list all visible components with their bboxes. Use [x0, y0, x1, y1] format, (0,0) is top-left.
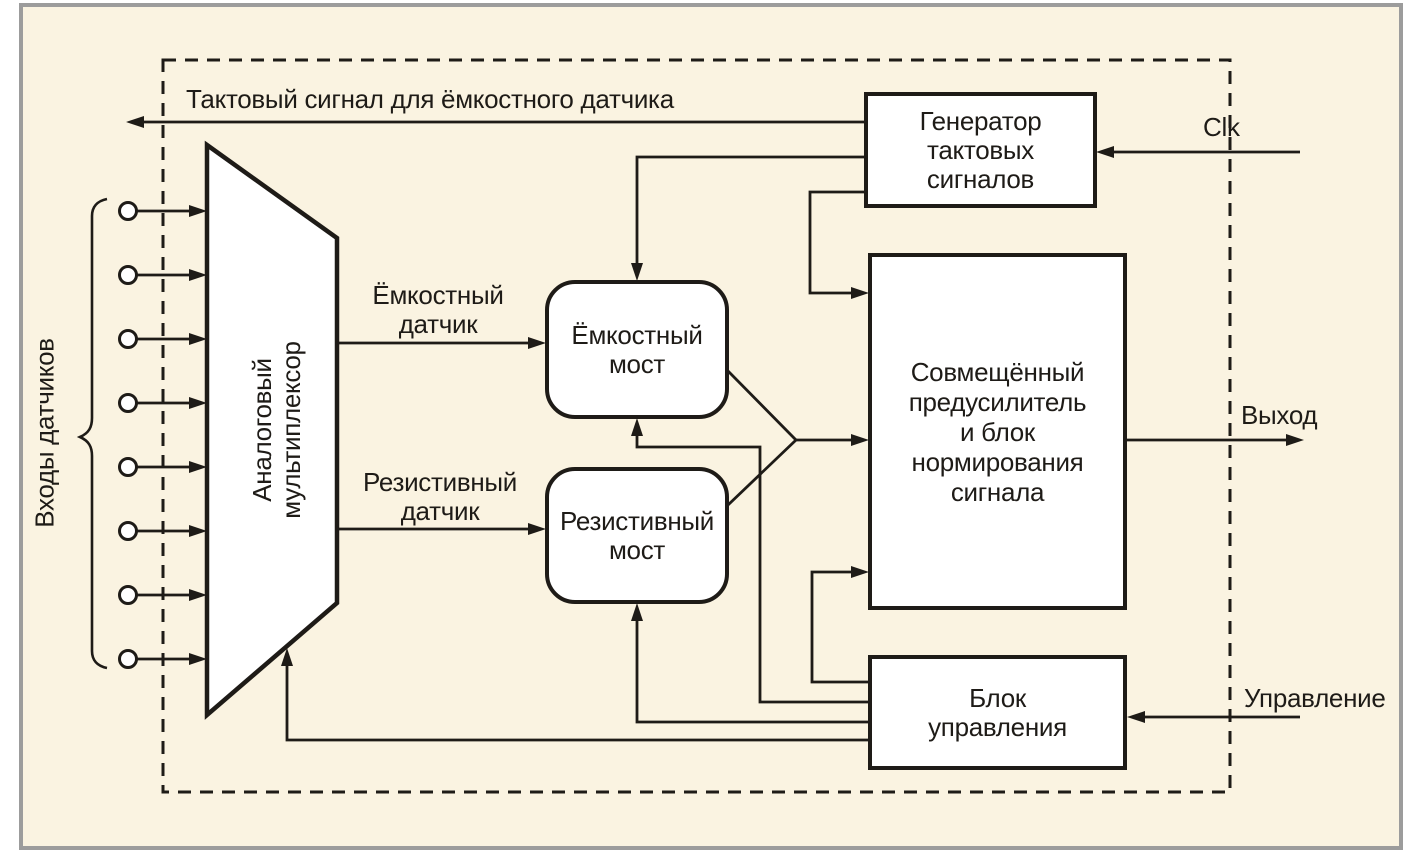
wire-generator-to-capacitive-bridge	[631, 155, 864, 281]
sensor-input-terminals	[118, 201, 138, 669]
resistive-bridge-label: Резистивный	[559, 505, 715, 536]
sensor-input-lines	[136, 205, 207, 665]
preamplifier-label: нормирования	[911, 446, 1084, 477]
wire-resistive-bridge-merge	[727, 438, 797, 507]
capacitive-bridge-block: Ёмкостный мост	[545, 280, 729, 419]
resistive-bridge-block: Резистивный мост	[545, 467, 729, 604]
input-terminal-1	[118, 201, 138, 221]
preamplifier-label: сигнала	[950, 476, 1045, 507]
resistive-sensor-wire-label-line: Резистивный	[362, 467, 518, 497]
wire-control-to-capacitive-bridge	[631, 418, 868, 704]
clock-generator-label: сигналов	[926, 163, 1035, 194]
capacitive-sensor-wire-label: Ёмкостный датчик	[348, 281, 528, 339]
preamplifier-label: предусилитель	[908, 386, 1087, 417]
clock-generator-block: Генератор тактовых сигналов	[864, 92, 1097, 208]
wire-capacitive-bridge-merge	[727, 370, 797, 441]
wire-control-to-preamplifier	[810, 566, 869, 684]
input-terminal-8	[118, 649, 138, 669]
input-terminal-6	[118, 521, 138, 541]
capacitive-sensor-wire-label-line: Ёмкостный	[372, 280, 504, 310]
input-terminal-2	[118, 265, 138, 285]
control-signal-label: Управление	[1244, 683, 1386, 713]
resistive-sensor-wire-label-line: датчик	[400, 496, 480, 526]
resistive-sensor-wire-label: Резистивный датчик	[345, 468, 535, 526]
clk-label: Clk	[1203, 112, 1240, 142]
multiplexer-label-line: Аналоговый	[247, 358, 277, 502]
clock-generator-label: Генератор	[919, 105, 1042, 136]
capacitive-bridge-label: Ёмкостный	[571, 319, 703, 350]
chip-boundary-dashed-box	[161, 58, 1232, 794]
capacitive-sensor-wire-label-line: датчик	[398, 309, 478, 339]
wire-control-to-resistive-bridge	[631, 603, 868, 724]
capacitive-bridge-label: мост	[608, 348, 666, 379]
input-terminal-3	[118, 329, 138, 349]
resistive-bridge-label: мост	[608, 534, 666, 565]
clock-generator-label: тактовых	[927, 134, 1034, 165]
wire-control-to-mux	[281, 648, 868, 742]
inputs-brace	[76, 197, 108, 670]
control-unit-label: управления	[928, 711, 1067, 742]
output-label: Выход	[1241, 400, 1318, 430]
multiplexer-shape	[204, 140, 340, 720]
preamplifier-label: и блок	[960, 416, 1035, 447]
preamplifier-block: Совмещённый предусилитель и блок нормиро…	[868, 253, 1127, 610]
sensor-inputs-label: Входы датчиков	[29, 338, 60, 528]
input-terminal-7	[118, 585, 138, 605]
wire-generator-to-preamplifier	[808, 190, 869, 299]
control-unit-label: Блок	[969, 682, 1026, 713]
input-terminal-5	[118, 457, 138, 477]
input-terminal-4	[118, 393, 138, 413]
control-unit-block: Блок управления	[868, 655, 1127, 770]
preamplifier-label: Совмещённый	[910, 356, 1085, 387]
clock-signal-note: Тактовый сигнал для ёмкостного датчика	[186, 84, 674, 114]
multiplexer-label: Аналоговый мультиплексор	[247, 341, 306, 519]
multiplexer-label-line: мультиплексор	[276, 341, 306, 519]
